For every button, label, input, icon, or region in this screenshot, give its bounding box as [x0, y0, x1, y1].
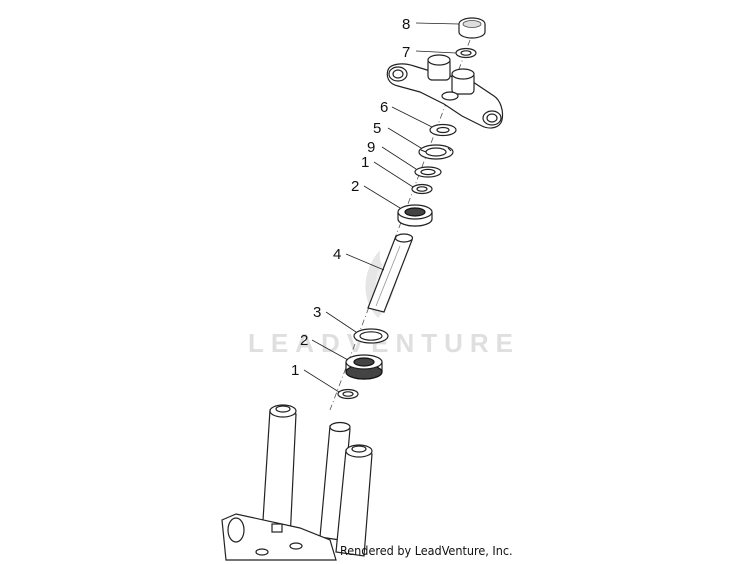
part-washer-top — [455, 47, 477, 59]
callout-3: 3 — [313, 304, 321, 321]
render-credit: Rendered by LeadVenture, Inc. — [340, 543, 513, 558]
callout-5: 5 — [373, 120, 381, 137]
callout-2-lower: 2 — [300, 332, 308, 349]
part-fork-assembly — [221, 404, 373, 561]
part-bearing-upper — [397, 204, 433, 227]
callouts: 8 7 6 5 9 1 2 4 3 2 1 — [291, 16, 410, 379]
callout-8: 8 — [402, 16, 410, 33]
part-cap-nut — [458, 17, 486, 39]
callout-1-upper: 1 — [361, 154, 369, 171]
callout-1-lower: 1 — [291, 362, 299, 379]
part-seal-upper — [411, 183, 433, 195]
leader-lines — [303, 22, 460, 393]
part-ring-nut — [418, 144, 454, 160]
part-bearing-lower — [345, 354, 383, 380]
callout-4: 4 — [333, 246, 341, 263]
part-washer-9 — [414, 166, 442, 178]
part-dust-cover — [353, 328, 389, 344]
part-upper-triple-clamp — [386, 54, 504, 129]
callout-6: 6 — [380, 99, 388, 116]
callout-9: 9 — [367, 139, 375, 156]
callout-2-upper: 2 — [351, 178, 359, 195]
callout-7: 7 — [402, 44, 410, 61]
part-steering-tube — [367, 233, 414, 313]
part-seal-lower — [337, 388, 359, 400]
part-dust-seal — [429, 123, 457, 137]
